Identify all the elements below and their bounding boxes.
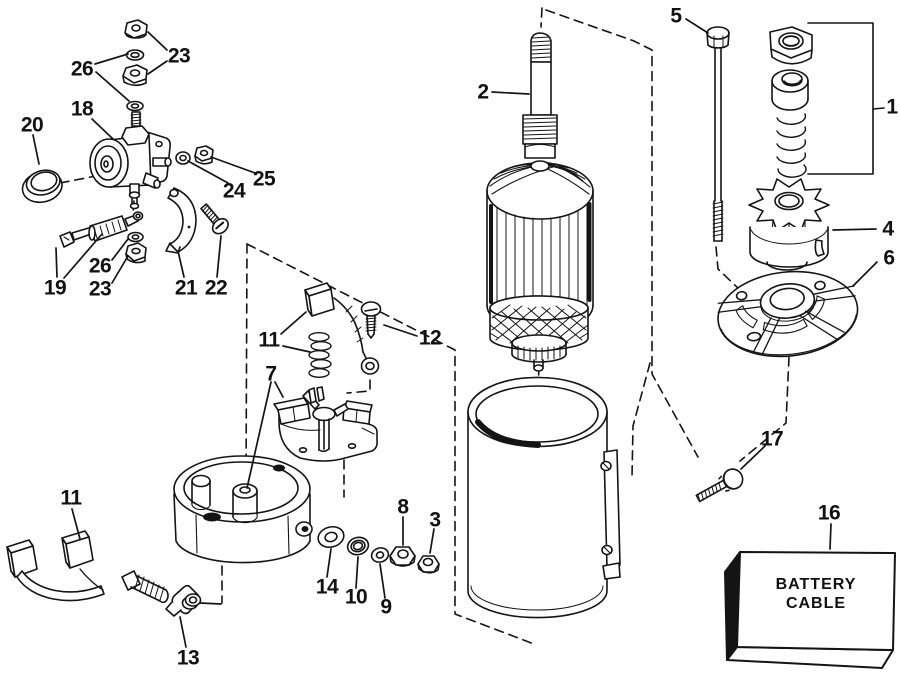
battery-cable-label: BATTERY CABLE — [741, 575, 891, 613]
lever-arm — [165, 187, 197, 254]
armature — [486, 32, 594, 372]
nut-23-lower — [125, 242, 147, 264]
brush-holder — [273, 386, 378, 462]
nut-washer-stack — [122, 19, 148, 87]
solenoid — [89, 100, 172, 210]
callout-19: 19 — [43, 276, 67, 300]
callout-23-upper: 23 — [167, 44, 191, 68]
callout-26-lower: 26 — [88, 254, 112, 278]
brush-lead-wire — [333, 297, 380, 375]
through-bolt — [706, 26, 730, 242]
callout-11-middle: 11 — [258, 328, 280, 352]
leader-lines — [32, 18, 878, 648]
callout-4: 4 — [882, 217, 894, 241]
bracket-1 — [807, 22, 885, 175]
callout-13: 13 — [176, 646, 200, 670]
washer-9 — [370, 547, 390, 563]
pinion-stop-stack — [769, 26, 813, 178]
battery-cable-box — [724, 551, 896, 669]
callout-25: 25 — [252, 167, 276, 191]
callout-14: 14 — [315, 575, 339, 599]
callout-9: 9 — [380, 595, 392, 619]
motor-housing — [467, 376, 621, 619]
callout-16: 16 — [817, 501, 841, 525]
callout-17: 17 — [760, 427, 784, 451]
brush-middle — [304, 282, 335, 317]
pivot-screw — [200, 203, 229, 235]
brush-screw — [360, 301, 382, 339]
callout-10: 10 — [344, 585, 368, 609]
callout-12: 12 — [418, 326, 442, 350]
callout-7: 7 — [265, 362, 277, 386]
callout-20: 20 — [20, 113, 44, 137]
callout-22: 22 — [204, 276, 228, 300]
callout-5: 5 — [670, 4, 682, 28]
nut-25 — [194, 145, 214, 165]
callout-18: 18 — [70, 97, 94, 121]
washer-26-lower — [127, 231, 144, 243]
callout-8: 8 — [397, 495, 409, 519]
callout-3: 3 — [429, 508, 441, 532]
thrust-washer-14 — [317, 525, 345, 549]
cable-clamp-bracket — [165, 584, 202, 617]
nut-3 — [417, 555, 440, 574]
callout-11-bottom: 11 — [60, 486, 82, 510]
callout-2: 2 — [477, 80, 489, 104]
battery-cable-label-line1: BATTERY — [775, 576, 857, 593]
spring-link — [59, 211, 144, 248]
brush-set — [6, 530, 169, 604]
callout-24: 24 — [222, 179, 246, 203]
callout-1: 1 — [886, 95, 898, 119]
brush-spring — [308, 332, 332, 379]
callout-6: 6 — [883, 246, 895, 270]
end-frame — [173, 455, 313, 564]
nut-8 — [389, 546, 416, 567]
washer-24 — [175, 151, 191, 165]
collar-ring — [21, 169, 63, 204]
callout-21: 21 — [174, 276, 198, 300]
end-cap — [717, 270, 859, 358]
callout-26-upper: 26 — [70, 57, 94, 81]
end-cap-bolt — [695, 468, 744, 503]
pinion-gear — [748, 178, 830, 271]
washer-10 — [346, 536, 370, 556]
battery-cable-label-line2: CABLE — [785, 595, 847, 612]
callout-23-lower: 23 — [88, 277, 112, 301]
